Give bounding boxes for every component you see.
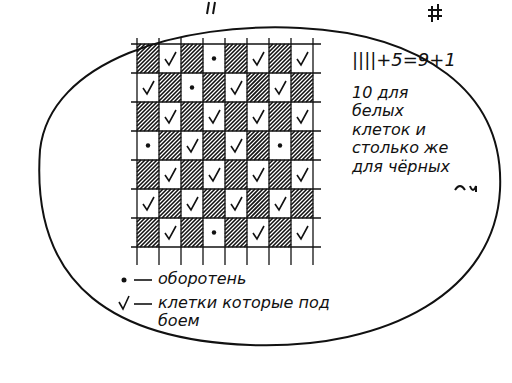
grid-cell <box>137 44 159 73</box>
grid-cell <box>269 160 291 189</box>
grid-cell <box>269 44 291 73</box>
grid-cell <box>231 81 242 94</box>
grid-cell <box>231 197 242 210</box>
grid-cell <box>253 226 264 239</box>
legend-text: оборотень <box>158 270 246 288</box>
grid-cell <box>275 81 286 94</box>
grid-cell <box>190 85 194 89</box>
legend-item: оборотень <box>118 270 348 288</box>
grid-cell <box>212 56 216 60</box>
grid-cell <box>297 110 308 123</box>
grid-cell <box>209 168 220 181</box>
grid-cell <box>269 218 291 247</box>
legend-item: клетки которые под боем <box>118 294 348 331</box>
grid-cell <box>297 168 308 181</box>
grid-cell <box>247 189 269 218</box>
grid-cell <box>247 73 269 102</box>
grid-cell <box>297 52 308 65</box>
handwritten-note: 10 для белых клеток и столько же для чёр… <box>352 84 452 176</box>
grid-cell <box>181 218 203 247</box>
grid-cell <box>165 110 176 123</box>
grid-cell <box>209 110 220 123</box>
grid-cell <box>165 52 176 65</box>
grid-cell <box>247 131 269 160</box>
grid-cell <box>225 160 247 189</box>
grid-cell <box>137 102 159 131</box>
grid-cell <box>275 197 286 210</box>
chess-grid <box>131 38 321 265</box>
grid-cell <box>203 73 225 102</box>
grid-cell <box>159 189 181 218</box>
grid-cell <box>253 52 264 65</box>
grid-cell <box>225 218 247 247</box>
grid-cell <box>212 230 216 234</box>
handwritten-note: ||||+5=9+1 <box>352 50 492 71</box>
grid-cell <box>278 143 282 147</box>
grid-cell <box>143 197 154 210</box>
grid-cell <box>225 44 247 73</box>
grid-cell <box>231 139 242 152</box>
grid-cell <box>297 226 308 239</box>
grid-cell <box>187 197 198 210</box>
legend-symbol <box>118 294 158 312</box>
grid-cell <box>253 110 264 123</box>
grid-cell <box>291 189 313 218</box>
legend-symbol <box>118 270 158 288</box>
grid-cell <box>291 131 313 160</box>
grid-cell <box>146 143 150 147</box>
grid-cell <box>159 73 181 102</box>
grid-cell <box>165 226 176 239</box>
grid-cell <box>225 102 247 131</box>
grid-cell <box>203 131 225 160</box>
grid-cell <box>187 139 198 152</box>
grid-cell <box>181 44 203 73</box>
enclosing-oval <box>39 27 500 345</box>
grid-cell <box>159 131 181 160</box>
legend-text: клетки которые под боем <box>158 294 348 331</box>
grid-cell <box>269 102 291 131</box>
grid-cell <box>137 160 159 189</box>
grid-cell <box>181 160 203 189</box>
grid-cell <box>291 73 313 102</box>
grid-cell <box>203 189 225 218</box>
grid-cell <box>137 218 159 247</box>
grid-cell <box>165 168 176 181</box>
grid-cell <box>253 168 264 181</box>
grid-cell <box>143 81 154 94</box>
grid-cell <box>181 102 203 131</box>
